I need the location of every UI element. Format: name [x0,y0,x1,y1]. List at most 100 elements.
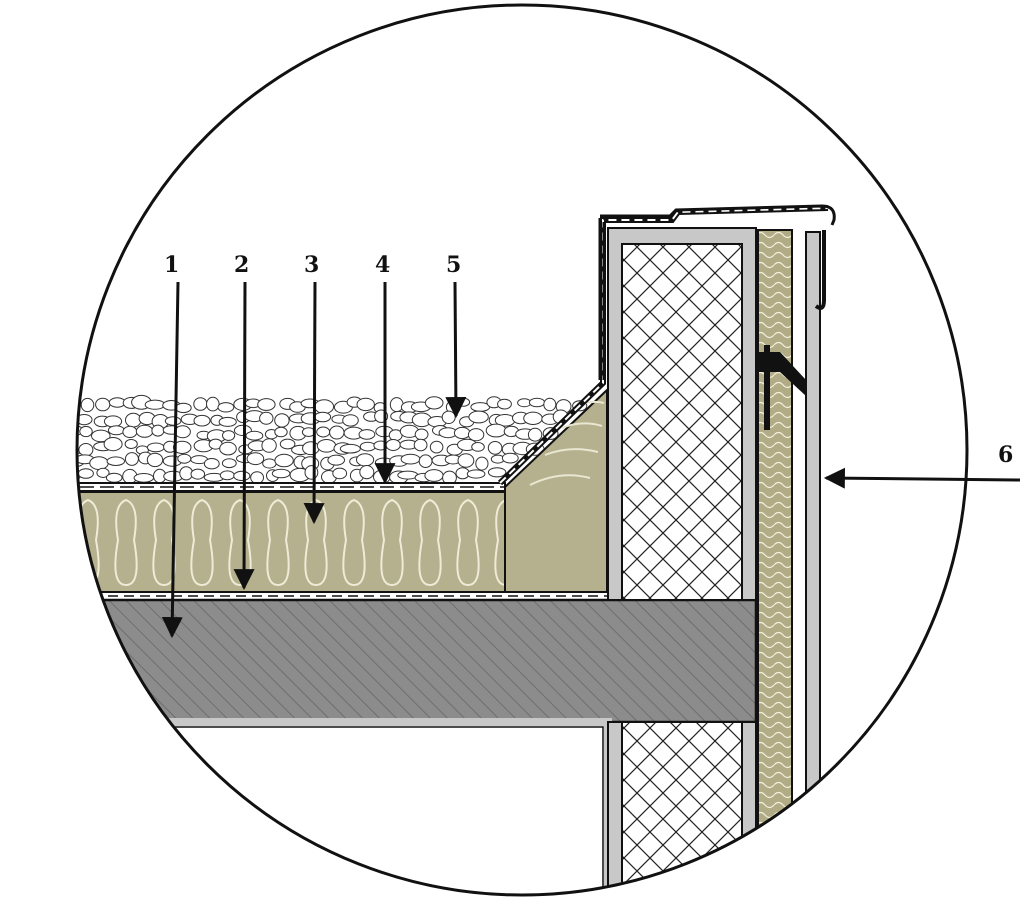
gravel-stone [274,426,288,438]
gravel-stone [339,443,361,454]
facade-insulation [757,229,793,895]
gravel-stone [105,472,123,483]
gravel-stone [246,452,265,466]
gravel-stone [144,399,166,410]
gravel-stone [329,425,345,440]
gravel-stone [424,396,444,410]
gravel-stone [501,452,519,464]
gravel-stone [80,397,95,413]
gravel-stone [359,465,375,480]
gravel-stone [174,425,191,439]
gravel-stone [106,456,126,467]
gravel-stone [164,416,182,426]
callout-label-1: 1 [164,252,180,278]
gravel-stone [217,402,235,413]
ceiling-finish-outline [77,726,604,895]
lower-masonry-block [621,721,743,895]
gravel-stone [373,469,391,485]
leader-1 [161,281,183,639]
gravel-stone [177,453,192,464]
gravel-stone [175,402,192,414]
gravel-stone [316,426,331,438]
gravel-stone [414,428,429,441]
gravel-stone [77,468,94,479]
insulation-fibre [190,498,214,587]
gravel-stone [122,425,138,438]
gravel-stone [261,438,277,453]
callout-label-3: 3 [304,252,320,278]
gravel-stone [485,423,507,438]
gravel-stone [124,452,139,466]
gravel-stone [475,456,489,471]
gravel-stone [77,414,93,426]
coping-drip-edge [814,230,826,310]
parapet-masonry-block [621,243,743,601]
callout-label-2: 2 [234,252,250,278]
coping-flashing [598,204,836,380]
gravel-stone [487,467,507,478]
leader-6 [823,467,1021,489]
gravel-stone [359,441,376,452]
gravel-stone [257,398,276,411]
gravel-stone [471,442,485,452]
gravel-stone [218,416,237,427]
gravel-stone [358,429,376,440]
gravel-stone [327,454,346,466]
callout-leaders [161,281,1021,639]
gravel-stone [91,429,111,443]
gravel-stone [316,439,337,453]
gravel-ballast-layer [77,394,588,485]
facade-cladding [805,231,821,895]
gravel-stone [89,456,109,471]
callout-label-5: 5 [446,252,462,278]
gravel-stone [497,398,512,410]
gravel-stone [441,410,456,424]
detail-circle-border [75,3,969,897]
gravel-stone [271,468,291,479]
callout-label-6: 6 [998,442,1014,468]
gravel-stone [262,458,277,469]
gravel-stone [302,441,320,456]
gravel-stone [457,453,475,468]
gravel-stone [250,471,265,485]
gravel-stone [413,438,428,452]
gravel-stone [259,411,274,425]
gravel-stone [314,411,332,423]
gravel-stone [219,441,237,456]
gravel-stone [135,424,154,438]
gravel-stone [103,415,123,428]
gravel-stone [95,397,111,412]
gravel-stone [79,425,93,438]
insulation-fibre [418,498,442,587]
gravel-stone [193,397,208,411]
gravel-stone [400,453,421,465]
gravel-stone [222,430,236,441]
gravel-stone [356,453,375,467]
detail-contents [77,204,836,895]
gravel-stone [206,396,220,412]
gravel-stone [468,410,489,424]
gravel-stone [429,440,444,454]
gravel-stone [487,441,503,455]
gravel-stone [151,424,165,437]
gravel-stone [245,430,264,441]
gravel-stone [467,428,485,442]
gravel-stone [528,397,546,408]
gravel-stone [314,399,335,415]
gravel-stone [125,412,142,428]
gravel-stone [543,397,557,412]
gravel-stone [523,411,543,425]
gravel-stone [221,458,237,469]
insulation-fibre [456,498,480,587]
gravel-stone [456,397,471,407]
gravel-stone [274,413,290,428]
membrane-upstand-inner [499,207,829,484]
gravel-stone [527,427,543,442]
cladding-bracket [758,345,806,430]
gravel-stone [146,452,164,468]
gravel-stone [190,468,206,480]
gravel-stone [203,458,220,470]
gravel-stone [172,440,192,454]
gravel-stone [103,437,123,452]
insulation-fibre [380,498,404,587]
